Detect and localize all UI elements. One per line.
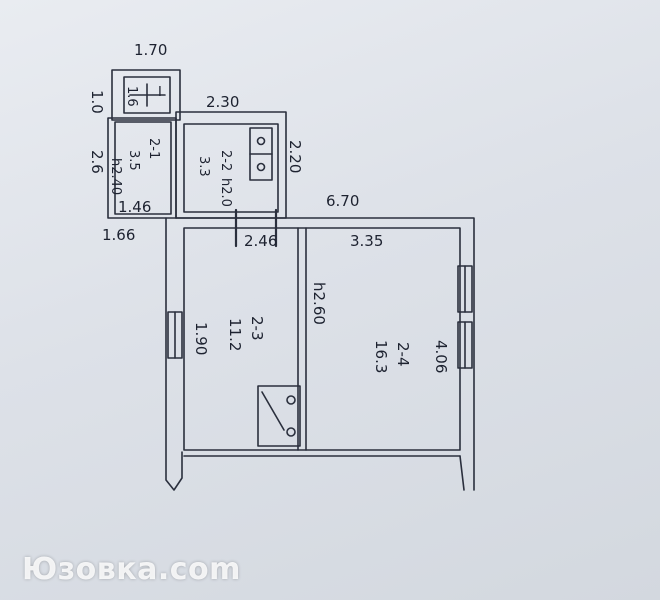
window-right-bottom-icon xyxy=(457,321,473,369)
dim-left-annex-side: 2.6 xyxy=(88,150,106,174)
room-2-1-area: 3.5 xyxy=(126,150,141,171)
room-2-3-id: 2-3 xyxy=(248,316,266,341)
room-2-2-area: 3.3 xyxy=(196,156,211,177)
dim-left-wall: 1.90 xyxy=(192,322,210,355)
dim-annex-side: 1.0 xyxy=(88,90,106,114)
room-2-2-id: 2-2 xyxy=(218,150,233,171)
dim-kitchen-top: 2.30 xyxy=(206,93,239,111)
stove-room-icon xyxy=(257,385,301,447)
window-right-top-icon xyxy=(457,265,473,313)
dim-ceiling-height: h2.60 xyxy=(310,282,328,325)
wc-area: 1.6 xyxy=(124,86,139,107)
dim-height-kitchen: h2.0 xyxy=(218,178,233,207)
annex-left-inner xyxy=(114,121,172,215)
room-2-3-area: 11.2 xyxy=(226,318,244,351)
dim-kitchen-right: 2.20 xyxy=(286,140,304,173)
wc-id: I xyxy=(158,85,162,100)
wc-inner xyxy=(123,76,171,114)
main-inner-wall xyxy=(183,227,461,451)
dim-overall-width: 6.70 xyxy=(326,192,359,210)
room-2-1-id: 2-1 xyxy=(146,138,161,159)
dim-room3-top: 2.46 xyxy=(244,232,277,250)
dim-height-left: h2.40 xyxy=(108,158,123,195)
kitchen-inner xyxy=(183,123,279,213)
dim-top-annex: 1.70 xyxy=(134,41,167,59)
dim-room4-top: 3.35 xyxy=(350,232,383,250)
room-2-4-area: 16.3 xyxy=(372,340,390,373)
dim-annex-bottom: 1.46 xyxy=(118,198,151,216)
wc-outline xyxy=(111,69,181,121)
dim-right-wall: 4.06 xyxy=(432,340,450,373)
room-2-4-id: 2-4 xyxy=(394,342,412,367)
watermark: Юзовка.com xyxy=(22,552,241,587)
window-left-icon xyxy=(167,311,183,359)
dim-annex-base: 1.66 xyxy=(102,226,135,244)
